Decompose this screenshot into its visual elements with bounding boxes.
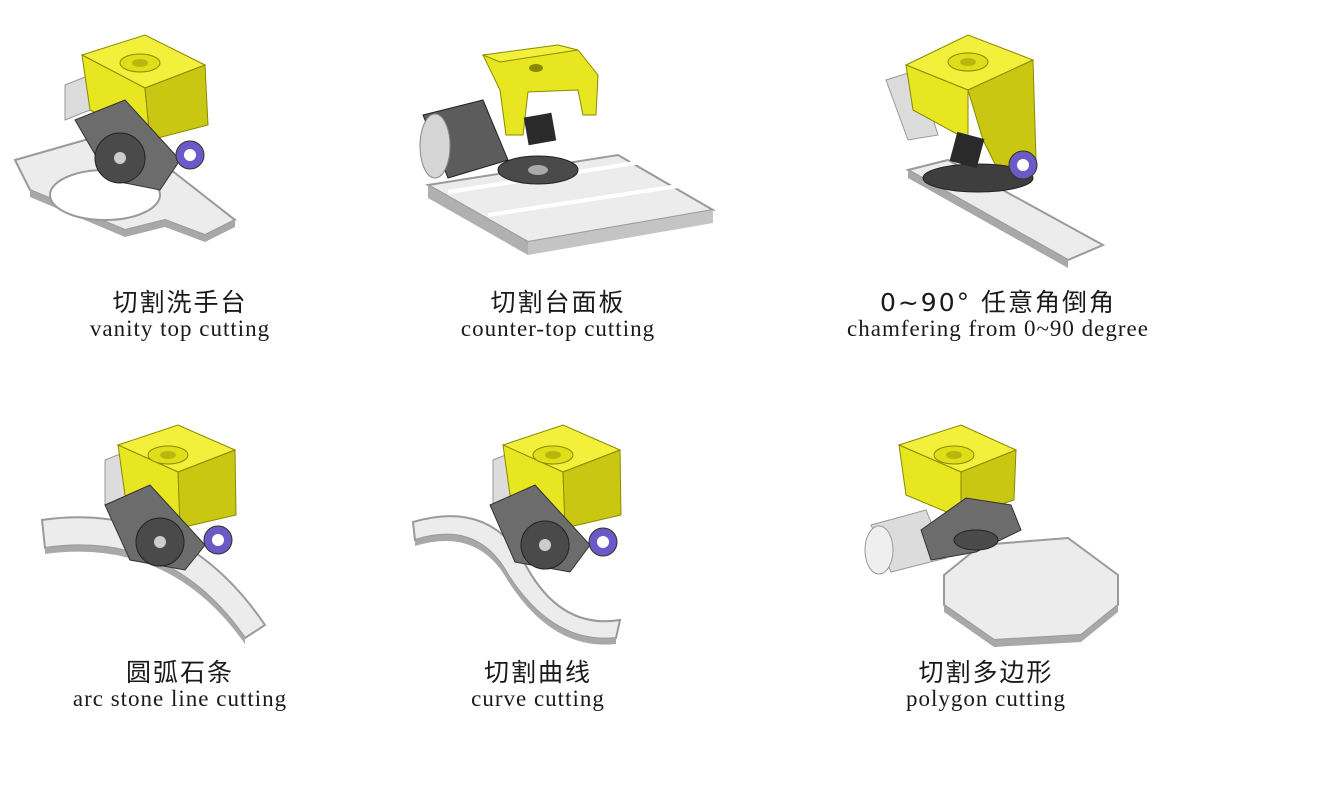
caption-en: arc stone line cutting: [72, 686, 288, 711]
caption-en: polygon cutting: [905, 686, 1067, 711]
polygon-cutting-machine-icon: [864, 424, 1119, 647]
caption-en: counter-top cutting: [460, 316, 656, 341]
item-arc-stone-line-cutting: 圆弧石条 arc stone line cutting: [0, 400, 360, 750]
chamfer-cutting-machine-icon: [885, 34, 1106, 268]
caption-en: chamfering from 0~90 degree: [847, 316, 1149, 341]
counter-top-cutting-machine-icon: [419, 44, 716, 255]
caption-zh: 切割曲线: [483, 658, 592, 687]
item-curve-cutting: 切割曲线 curve cutting: [358, 400, 718, 750]
item-vanity-top-cutting: 切割洗手台 vanity top cutting: [0, 30, 360, 380]
caption-zh: 切割台面板: [490, 288, 626, 317]
item-chamfering: 0~90° 任意角倒角 chamfering from 0~90 degree: [818, 30, 1178, 380]
caption-en: vanity top cutting: [89, 316, 271, 341]
item-counter-top-cutting: 切割台面板 counter-top cutting: [378, 30, 738, 380]
caption-zh: 0~90° 任意角倒角: [879, 288, 1117, 317]
curve-cutting-machine-icon: [411, 424, 622, 645]
caption-en: curve cutting: [471, 686, 605, 711]
arc-stone-cutting-machine-icon: [40, 424, 267, 644]
item-polygon-cutting: 切割多边形 polygon cutting: [806, 400, 1166, 750]
vanity-top-cutting-machine-icon: [13, 34, 237, 242]
caption-zh: 切割洗手台: [112, 288, 248, 317]
caption-zh: 圆弧石条: [125, 658, 234, 687]
caption-zh: 切割多边形: [918, 658, 1054, 687]
